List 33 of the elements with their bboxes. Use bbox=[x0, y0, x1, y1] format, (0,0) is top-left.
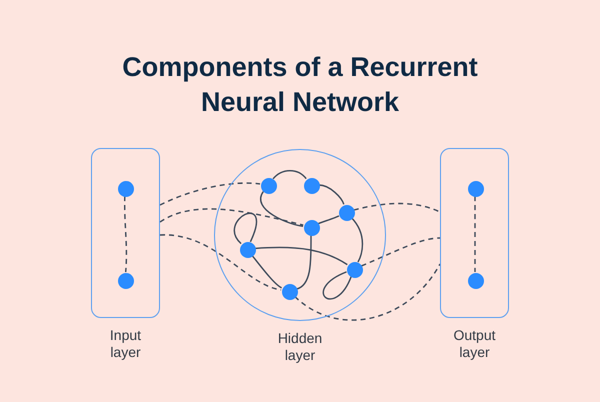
connection-line bbox=[254, 246, 348, 266]
layer-label: Hidden layer bbox=[276, 330, 324, 364]
connection-line bbox=[251, 254, 282, 288]
neuron-dot bbox=[468, 181, 484, 197]
connection-line bbox=[318, 215, 340, 224]
title: Components of a Recurrent Neural Network bbox=[121, 51, 479, 119]
connection-line bbox=[351, 217, 364, 262]
neuron-dot bbox=[347, 262, 363, 278]
connection-line bbox=[322, 271, 352, 300]
neuron-dot bbox=[282, 284, 298, 300]
neuron-dot bbox=[261, 178, 277, 194]
dashed-connection bbox=[160, 234, 282, 291]
neuron-dot bbox=[468, 273, 484, 289]
connection-line bbox=[272, 170, 307, 180]
dashed-connection bbox=[124, 196, 128, 272]
connection-line bbox=[318, 184, 344, 205]
neuron-dot bbox=[304, 220, 320, 236]
connection-line bbox=[234, 212, 258, 244]
neuron-dot bbox=[118, 273, 134, 289]
dashed-connection bbox=[354, 202, 440, 213]
neuron-dot bbox=[339, 205, 355, 221]
dashed-connection bbox=[160, 182, 260, 206]
neuron-dot bbox=[304, 178, 320, 194]
connection-line bbox=[260, 191, 304, 227]
neuron-dot bbox=[118, 181, 134, 197]
layer-label: Input layer bbox=[108, 327, 142, 361]
neuron-dot bbox=[240, 242, 256, 258]
dashed-connection bbox=[294, 264, 441, 321]
dashed-connection bbox=[160, 208, 304, 226]
dashed-connection bbox=[361, 237, 440, 267]
connection-line bbox=[296, 235, 312, 290]
layer-label: Output layer bbox=[452, 327, 497, 361]
dashed-connection bbox=[474, 196, 476, 272]
